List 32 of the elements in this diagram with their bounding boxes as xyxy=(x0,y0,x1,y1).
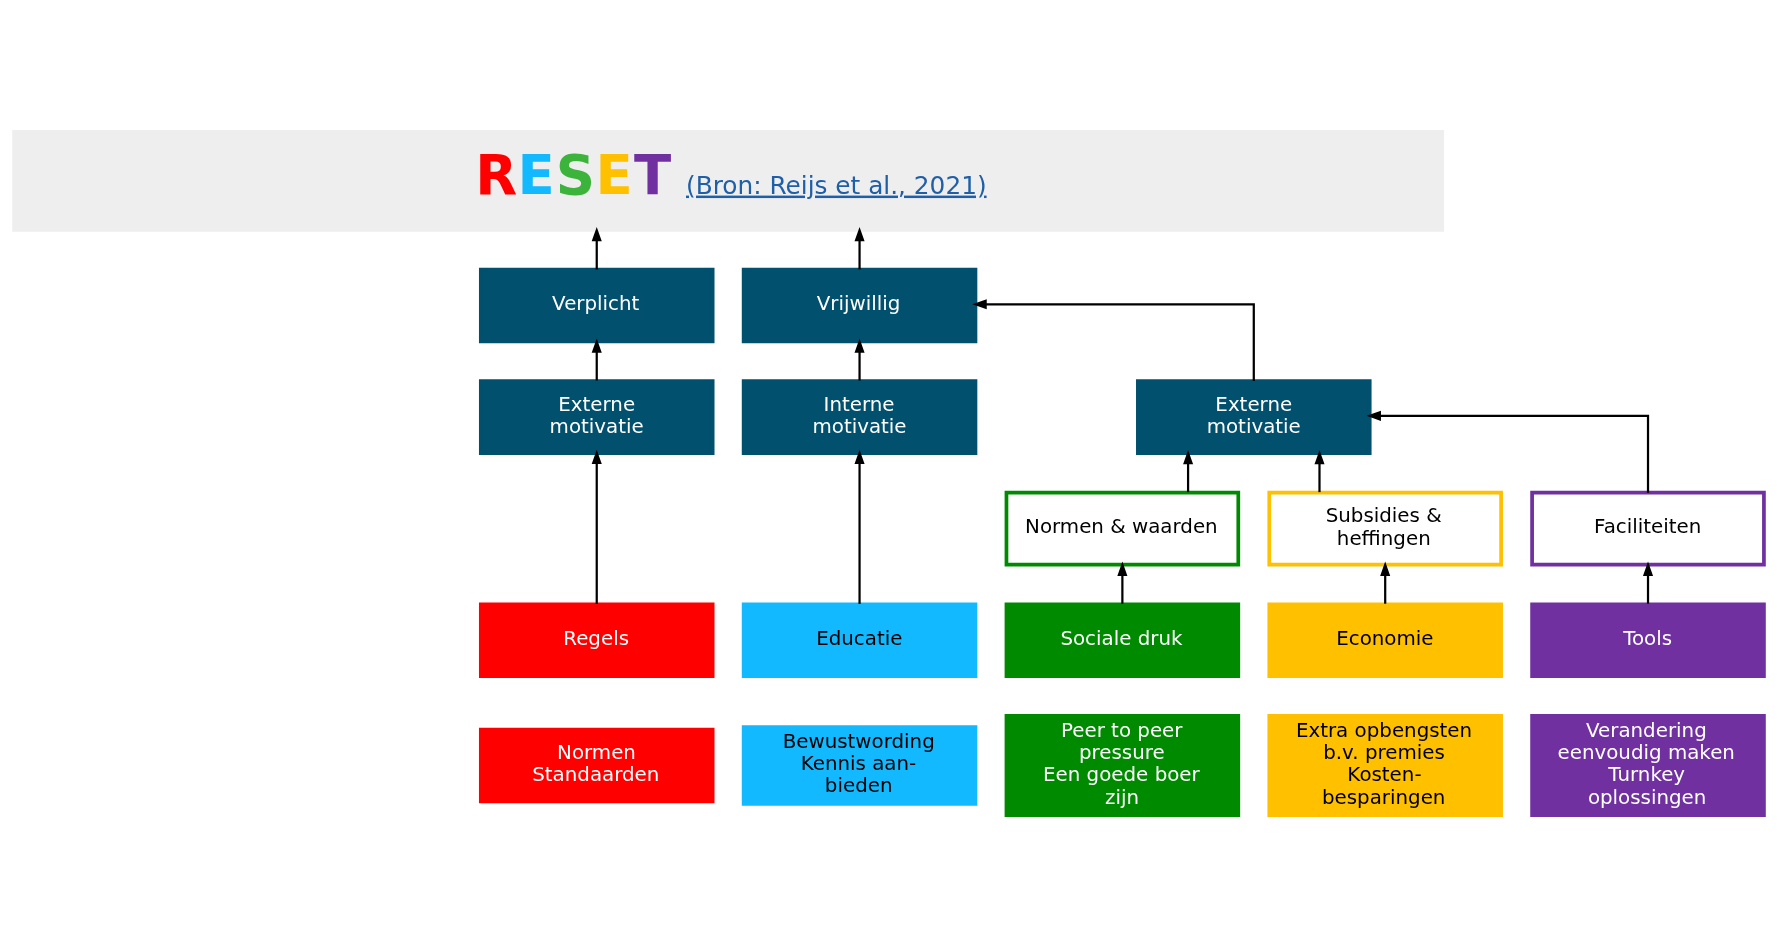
node-box: Bewustwording Kennis aan- bieden xyxy=(741,725,977,806)
node-box: Extra opbengsten b.v. premies Kosten- besparingen xyxy=(1266,714,1503,817)
node-box: Educatie xyxy=(741,602,977,679)
arrow xyxy=(591,449,602,604)
arrow xyxy=(1379,561,1390,604)
node-box: RESET (Bron: Reijs et al., 2021) xyxy=(11,130,1444,232)
arrow xyxy=(1313,449,1325,493)
arrow xyxy=(854,226,865,270)
node-box: Economie xyxy=(1266,602,1503,679)
arrow xyxy=(1182,449,1193,493)
node-box: Externe motivatie xyxy=(478,379,714,455)
arrow xyxy=(1366,410,1649,493)
node-box: Vrijwillig xyxy=(741,267,977,344)
node-box: Interne motivatie xyxy=(741,379,977,455)
node-box: Normen Standaarden xyxy=(478,727,714,804)
node-box: Peer to peer pressure Een goede boer zijn xyxy=(1004,714,1240,817)
arrow xyxy=(854,449,865,604)
node-box: Externe motivatie xyxy=(1135,379,1372,455)
node-box: Tools xyxy=(1529,602,1766,679)
node-box: Faciliteiten xyxy=(1529,490,1766,567)
node-box: Verplicht xyxy=(478,267,714,344)
node-box: Subsidies & heffingen xyxy=(1266,490,1503,567)
arrow xyxy=(591,338,602,381)
arrow xyxy=(591,226,602,270)
node-box: Normen & waarden xyxy=(1004,490,1240,567)
arrow xyxy=(1642,561,1653,604)
node-box: Regels xyxy=(478,602,714,679)
arrow xyxy=(971,299,1255,382)
arrow xyxy=(1116,561,1127,604)
node-box: Verandering eenvoudig maken Turnkey oplossingen xyxy=(1529,714,1766,817)
node-box: Sociale druk xyxy=(1004,602,1240,679)
arrow xyxy=(854,338,865,381)
